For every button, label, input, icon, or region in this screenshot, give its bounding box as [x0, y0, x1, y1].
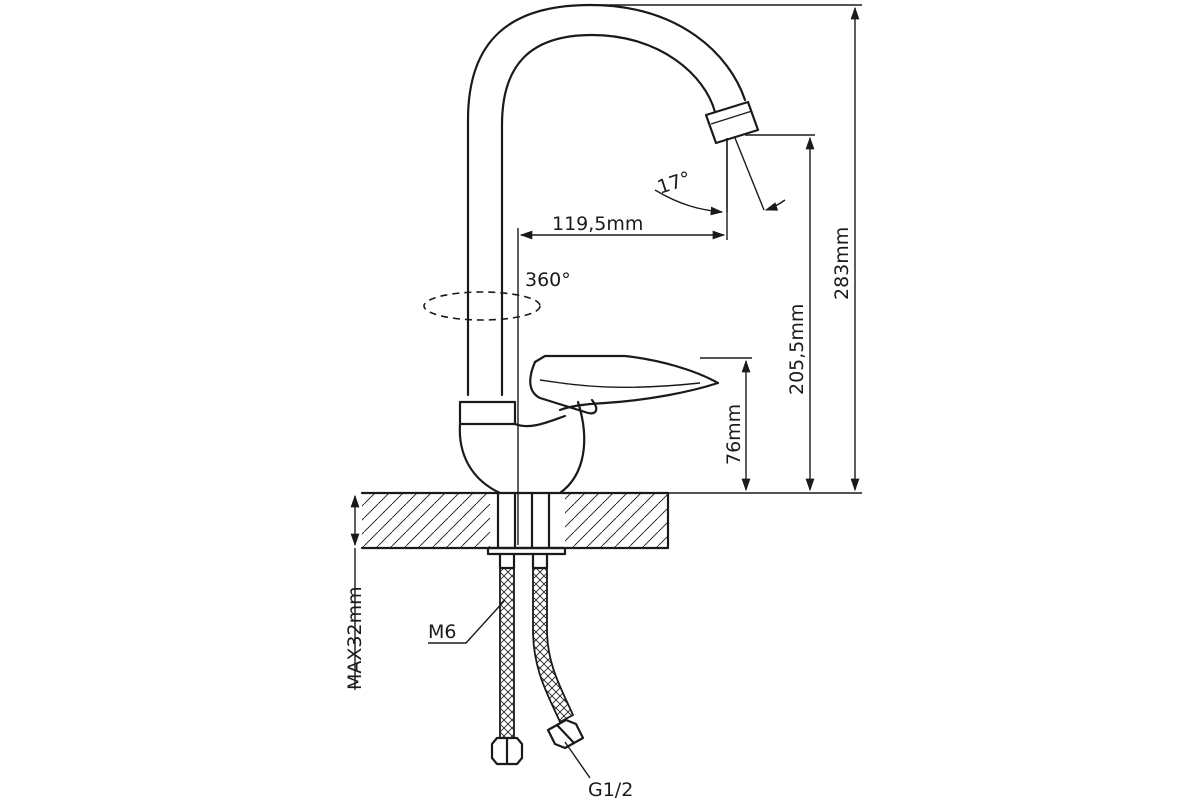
hex-nut-right: [546, 718, 585, 750]
dimension-height-total: [595, 4, 862, 494]
dimension-height-body: [700, 357, 752, 492]
label-swivel: 360°: [525, 269, 571, 291]
label-angle: 17°: [655, 167, 694, 198]
swivel-ellipse: [423, 291, 541, 321]
leader-g12: [564, 741, 591, 779]
dimension-height-spout: [745, 134, 815, 492]
label-height-spout: 205,5mm: [786, 304, 808, 395]
spout: [466, 3, 760, 397]
faucet-body: [458, 400, 586, 495]
hex-nut-left: [490, 736, 524, 766]
label-height-body: 76mm: [723, 404, 745, 465]
label-max-thickness: MAX32mm: [344, 586, 366, 690]
label-thread-stud: M6: [428, 621, 456, 643]
lever-handle: [529, 354, 720, 415]
dimension-angle: [654, 137, 786, 216]
label-height-total: 283mm: [831, 227, 853, 300]
label-reach: 119,5mm: [552, 213, 643, 235]
leader-m6: [428, 599, 506, 644]
label-thread-hose: G1/2: [588, 779, 633, 800]
